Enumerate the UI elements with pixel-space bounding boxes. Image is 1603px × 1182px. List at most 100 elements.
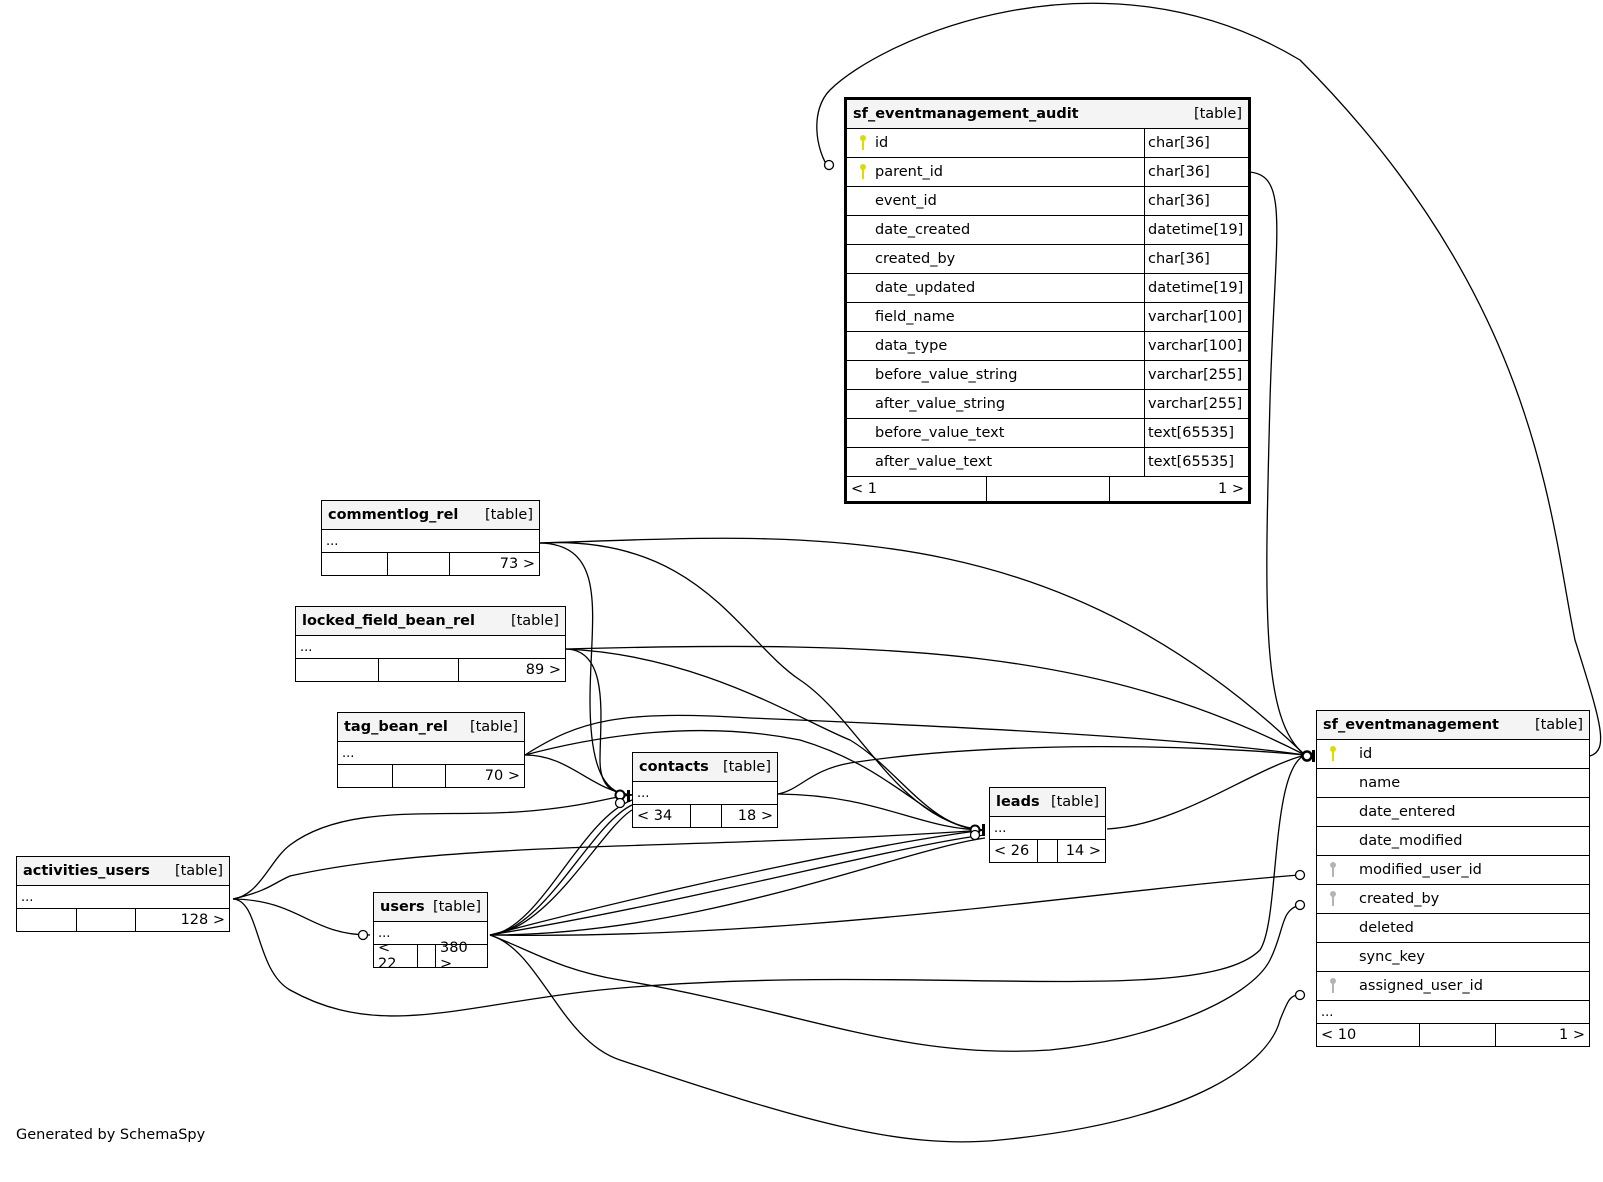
children-count[interactable]: 380 > [440,940,468,972]
table-leads[interactable]: leads [table] ... < 26 14 > [989,787,1106,863]
column-type: varchar[100] [1144,303,1248,331]
column-type: datetime[19] [1144,216,1248,244]
parents-count[interactable]: < 26 [990,840,1038,862]
column-row[interactable]: data_type varchar[100] [847,332,1248,361]
table-kind: [table] [722,759,771,775]
column-type: char[36] [1144,129,1248,157]
children-count[interactable]: 89 > [525,662,561,678]
children-count[interactable]: 128 > [180,912,225,928]
table-kind: [table] [510,613,559,629]
footer-middle [418,945,436,967]
column-name: data_type [875,338,948,354]
key-slot [1323,891,1343,907]
column-row[interactable]: id [1317,740,1589,769]
column-row[interactable]: name [1317,769,1589,798]
column-name: id [875,135,889,151]
table-name: tag_bean_rel [344,719,448,735]
children-count[interactable]: 1 > [1559,1027,1585,1043]
column-name: date_entered [1359,804,1456,820]
table-footer: < 34 18 > [633,805,777,827]
column-row[interactable]: date_modified [1317,827,1589,856]
table-name: contacts [639,759,709,775]
more-columns: ... [322,530,539,553]
primary-key-icon [859,164,867,180]
table-kind: [table] [1534,717,1583,733]
column-row[interactable]: assigned_user_id [1317,972,1589,1001]
column-row[interactable]: deleted [1317,914,1589,943]
edge-users-contacts-2 [489,804,633,936]
table-contacts[interactable]: contacts [table] ... < 34 18 > [632,752,778,828]
table-activities-users[interactable]: activities_users [table] ... 128 > [16,856,230,932]
footer-middle [987,477,1110,501]
column-row[interactable]: id char[36] [847,129,1248,158]
column-name: date_created [875,222,971,238]
column-type: datetime[19] [1144,274,1248,302]
edge-endpoint-circle [357,929,369,941]
edge-leads-eventmanagement [1106,754,1306,830]
column-type: char[36] [1144,158,1248,186]
table-footer: 89 > [296,659,565,681]
column-row[interactable]: sync_key [1317,943,1589,972]
column-name: assigned_user_id [1359,978,1483,994]
table-header: tag_bean_rel [table] [338,713,524,742]
table-kind: [table] [174,863,223,879]
column-row[interactable]: after_value_text text[65535] [847,448,1248,477]
edge-endpoint-circle [614,797,626,809]
column-type: varchar[100] [1144,332,1248,360]
column-row[interactable]: field_name varchar[100] [847,303,1248,332]
column-name: before_value_string [875,367,1018,383]
key-slot [853,164,873,180]
table-tag-bean-rel[interactable]: tag_bean_rel [table] ... 70 > [337,712,525,788]
footer-middle [1038,840,1058,862]
footer-middle [379,659,459,681]
column-row[interactable]: date_created datetime[19] [847,216,1248,245]
edge-endpoint-bar [982,824,985,836]
column-type: text[65535] [1144,448,1248,476]
edge-audit-eventmanagement [1248,171,1306,756]
column-name: date_updated [875,280,976,296]
column-name: event_id [875,193,937,209]
table-header: sf_eventmanagement [table] [1317,711,1589,740]
footer-left [338,765,393,787]
parents-count[interactable]: < 10 [1317,1024,1420,1046]
table-kind: [table] [1050,794,1099,810]
column-name: field_name [875,309,955,325]
table-users[interactable]: users [table] ... < 22 380 > [373,892,488,972]
children-count[interactable]: 73 > [499,556,535,572]
column-row[interactable]: created_by [1317,885,1589,914]
column-row[interactable]: modified_user_id [1317,856,1589,885]
children-count[interactable]: 14 > [1065,843,1101,859]
table-name: commentlog_rel [328,507,459,523]
table-footer: < 26 14 > [990,840,1105,862]
edge-endpoint-circle [1294,869,1306,881]
more-columns: ... [990,817,1105,840]
children-count[interactable]: 70 > [484,768,520,784]
more-columns: ... [296,636,565,659]
edge-locked-eventmanagement [565,645,1306,756]
children-count[interactable]: 1 > [1218,481,1244,497]
table-commentlog-rel[interactable]: commentlog_rel [table] ... 73 > [321,500,540,576]
edge-users-leads-1 [489,829,986,936]
table-name: users [380,899,425,915]
column-row[interactable]: date_entered [1317,798,1589,827]
parents-count[interactable]: < 22 [374,940,418,972]
parents-count[interactable]: < 1 [847,477,987,501]
children-count[interactable]: 18 > [737,808,773,824]
table-header: leads [table] [990,788,1105,817]
column-name: after_value_text [875,454,993,470]
table-locked-field-bean-rel[interactable]: locked_field_bean_rel [table] ... 89 > [295,606,566,682]
parents-count[interactable]: < 34 [633,805,691,827]
edge-commentlog-eventmanagement [539,537,1306,756]
table-footer: 70 > [338,765,524,787]
edge-users-contacts-1 [489,799,633,936]
footer-middle [77,909,136,931]
column-row[interactable]: date_updated datetime[19] [847,274,1248,303]
